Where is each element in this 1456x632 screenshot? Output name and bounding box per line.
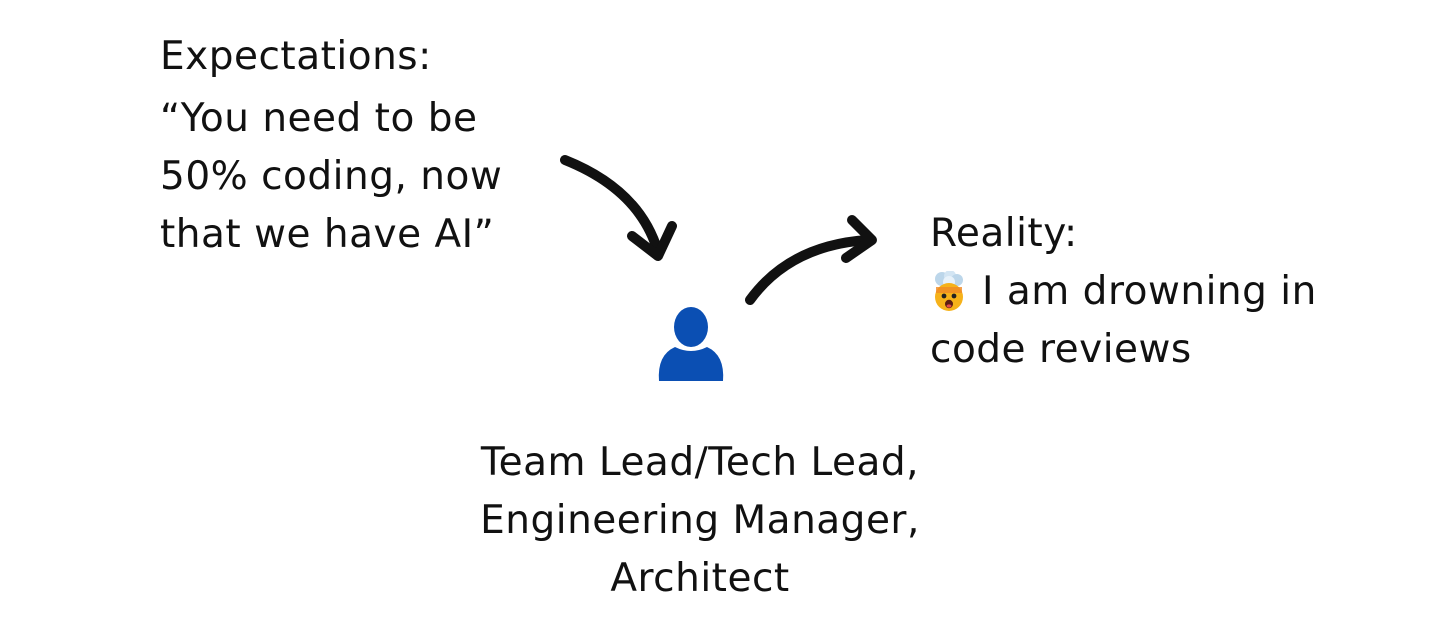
expectations-quote-line: “You need to be: [160, 96, 478, 141]
reality-line: I am drowning in: [930, 263, 1317, 321]
reality-block: Reality: I am drowning in code reviews: [930, 205, 1317, 379]
expectations-block: Expectations: “You need to be 50% coding…: [160, 28, 502, 264]
expectations-quote-line: that we have AI”: [160, 212, 495, 257]
arrow-expectations-to-person: [560, 155, 677, 261]
reality-text: I am drowning in: [982, 269, 1317, 314]
arrow-person-to-reality: [745, 215, 877, 305]
reality-title: Reality:: [930, 211, 1078, 256]
person-icon: [658, 307, 724, 381]
expectations-quote-line: 50% coding, now: [160, 154, 503, 199]
role-line: Engineering Manager,: [480, 498, 920, 543]
reality-line: code reviews: [930, 327, 1192, 372]
role-line: Team Lead/Tech Lead,: [480, 440, 920, 485]
role-block: Team Lead/Tech Lead, Engineering Manager…: [430, 434, 970, 608]
exploding-head-icon: [935, 271, 963, 311]
role-line: Architect: [610, 556, 790, 601]
expectations-title: Expectations:: [160, 34, 432, 79]
